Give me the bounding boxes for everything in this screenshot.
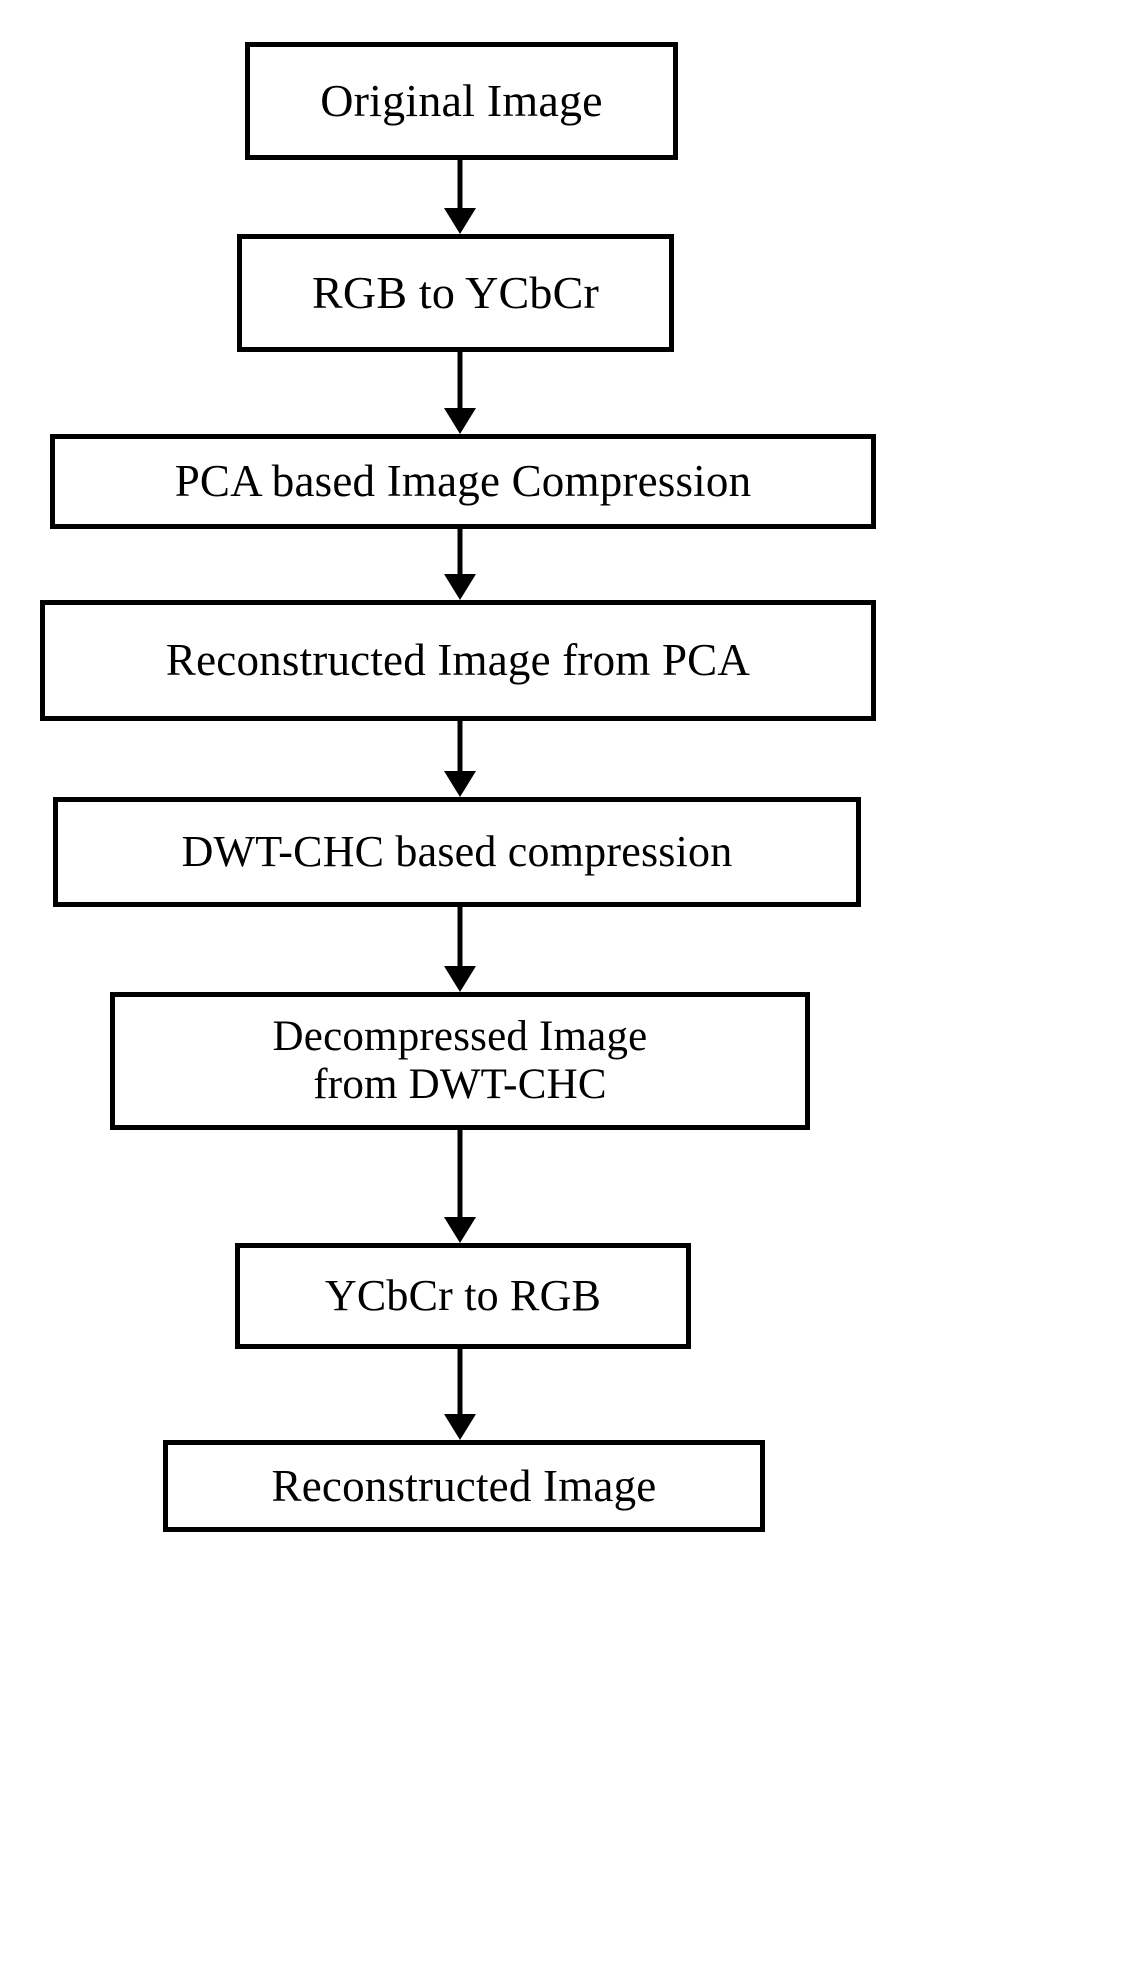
arrow-shaft	[457, 352, 463, 410]
flowchart-node-original-image: Original Image	[245, 42, 678, 160]
arrow-head-icon	[444, 408, 476, 434]
arrow-reconstructed-image-from-pca-to-dwt-chc-based-compression	[440, 721, 480, 797]
arrow-head-icon	[444, 771, 476, 797]
node-label-pca-based-image-compression: PCA based Image Compression	[174, 456, 752, 507]
arrow-shaft	[457, 907, 463, 968]
node-label-original-image: Original Image	[320, 75, 603, 127]
arrow-shaft	[457, 1349, 463, 1416]
node-label-decompressed-image-from-dwt-chc: Decompressed Image from DWT-CHC	[272, 1012, 648, 1108]
node-label-ycbcr-to-rgb: YCbCr to RGB	[324, 1271, 602, 1321]
arrow-head-icon	[444, 1414, 476, 1440]
arrow-decompressed-image-from-dwt-chc-to-ycbcr-to-rgb	[440, 1130, 480, 1243]
arrow-head-icon	[444, 208, 476, 234]
arrow-head-icon	[444, 966, 476, 992]
node-label-rgb-to-ycbcr: RGB to YCbCr	[312, 267, 599, 319]
arrow-dwt-chc-based-compression-to-decompressed-image-from-dwt-chc	[440, 907, 480, 992]
flowchart-node-pca-based-image-compression: PCA based Image Compression	[50, 434, 876, 529]
node-label-reconstructed-image-from-pca: Reconstructed Image from PCA	[165, 635, 751, 686]
arrow-shaft	[457, 529, 463, 576]
arrow-shaft	[457, 160, 463, 210]
arrow-head-icon	[444, 574, 476, 600]
arrow-shaft	[457, 1130, 463, 1219]
node-label-reconstructed-image: Reconstructed Image	[271, 1460, 657, 1511]
arrow-shaft	[457, 721, 463, 773]
flowchart-node-ycbcr-to-rgb: YCbCr to RGB	[235, 1243, 691, 1349]
arrow-pca-based-image-compression-to-reconstructed-image-from-pca	[440, 529, 480, 600]
flowchart-node-reconstructed-image-from-pca: Reconstructed Image from PCA	[40, 600, 876, 721]
flowchart-node-reconstructed-image: Reconstructed Image	[163, 1440, 765, 1532]
flowchart-node-decompressed-image-from-dwt-chc: Decompressed Image from DWT-CHC	[110, 992, 810, 1130]
arrow-head-icon	[444, 1217, 476, 1243]
arrow-ycbcr-to-rgb-to-reconstructed-image	[440, 1349, 480, 1440]
arrow-rgb-to-ycbcr-to-pca-based-image-compression	[440, 352, 480, 434]
arrow-original-image-to-rgb-to-ycbcr	[440, 160, 480, 234]
flowchart-node-rgb-to-ycbcr: RGB to YCbCr	[237, 234, 674, 352]
node-label-dwt-chc-based-compression: DWT-CHC based compression	[181, 827, 733, 877]
flowchart-node-dwt-chc-based-compression: DWT-CHC based compression	[53, 797, 861, 907]
